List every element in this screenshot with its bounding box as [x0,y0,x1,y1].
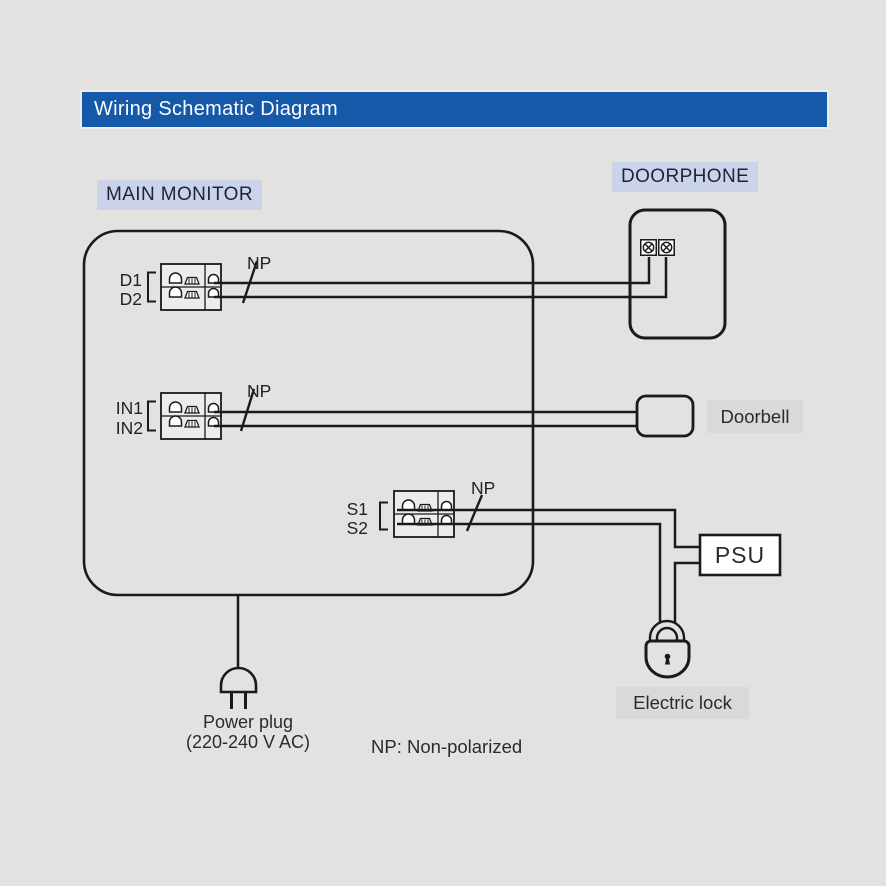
doorphone-label: DOORPHONE [612,162,759,192]
wire-s1-psu [397,508,702,549]
padlock-shackle [648,619,686,652]
pair-brackets [147,271,388,531]
wire-s2-lock [397,522,662,630]
power-plug-caption-line2: (220-240 V AC) [185,732,311,752]
np-label-in: NP [247,381,272,401]
bracket-d [147,271,156,303]
power-plug-icon [219,666,258,709]
bracket-in [147,400,156,432]
terminal-block-in-icon [160,392,222,440]
terminal-label-d1: D1 [119,270,142,290]
wire-psu-lock [673,561,702,630]
np-label-d: NP [247,253,272,273]
padlock-keyhole [664,653,671,660]
np-slashes [239,260,484,532]
wire-d2 [214,257,668,299]
plug-prongs [230,692,247,709]
np-slash-s [465,494,484,532]
wire-d1 [214,257,651,285]
terminal-label-in2: IN2 [115,418,143,438]
page-title: Wiring Schematic Diagram [82,92,827,127]
screw-terminal-icon [640,239,657,256]
terminal-block-d-icon [160,263,222,311]
np-slash-d [241,260,259,304]
np-slash-in [239,388,256,432]
psu-outline [698,533,782,577]
doorbell-label: Doorbell [707,400,803,433]
doorbell-outline [635,394,695,438]
doorphone-outline [628,208,727,340]
padlock-icon [644,619,691,679]
screw-terminal-icon [658,239,675,256]
terminal-label-s1: S1 [346,499,368,519]
terminal-label-d2: D2 [119,289,142,309]
electric-lock-label: Electric lock [616,687,749,719]
plug-body [219,666,258,694]
psu-label: PSU [714,541,766,568]
power-plug-caption-line1: Power plug [202,712,294,732]
padlock-keyhole-slot [665,658,670,665]
terminal-label-in1: IN1 [115,398,143,418]
terminal-label-s2: S2 [346,518,368,538]
np-label-s: NP [471,478,496,498]
main-monitor-label: MAIN MONITOR [97,180,262,210]
bracket-s [379,501,388,531]
np-note: NP: Non-polarized [371,736,523,757]
wires [214,257,702,669]
terminal-block-s-icon [393,490,455,538]
